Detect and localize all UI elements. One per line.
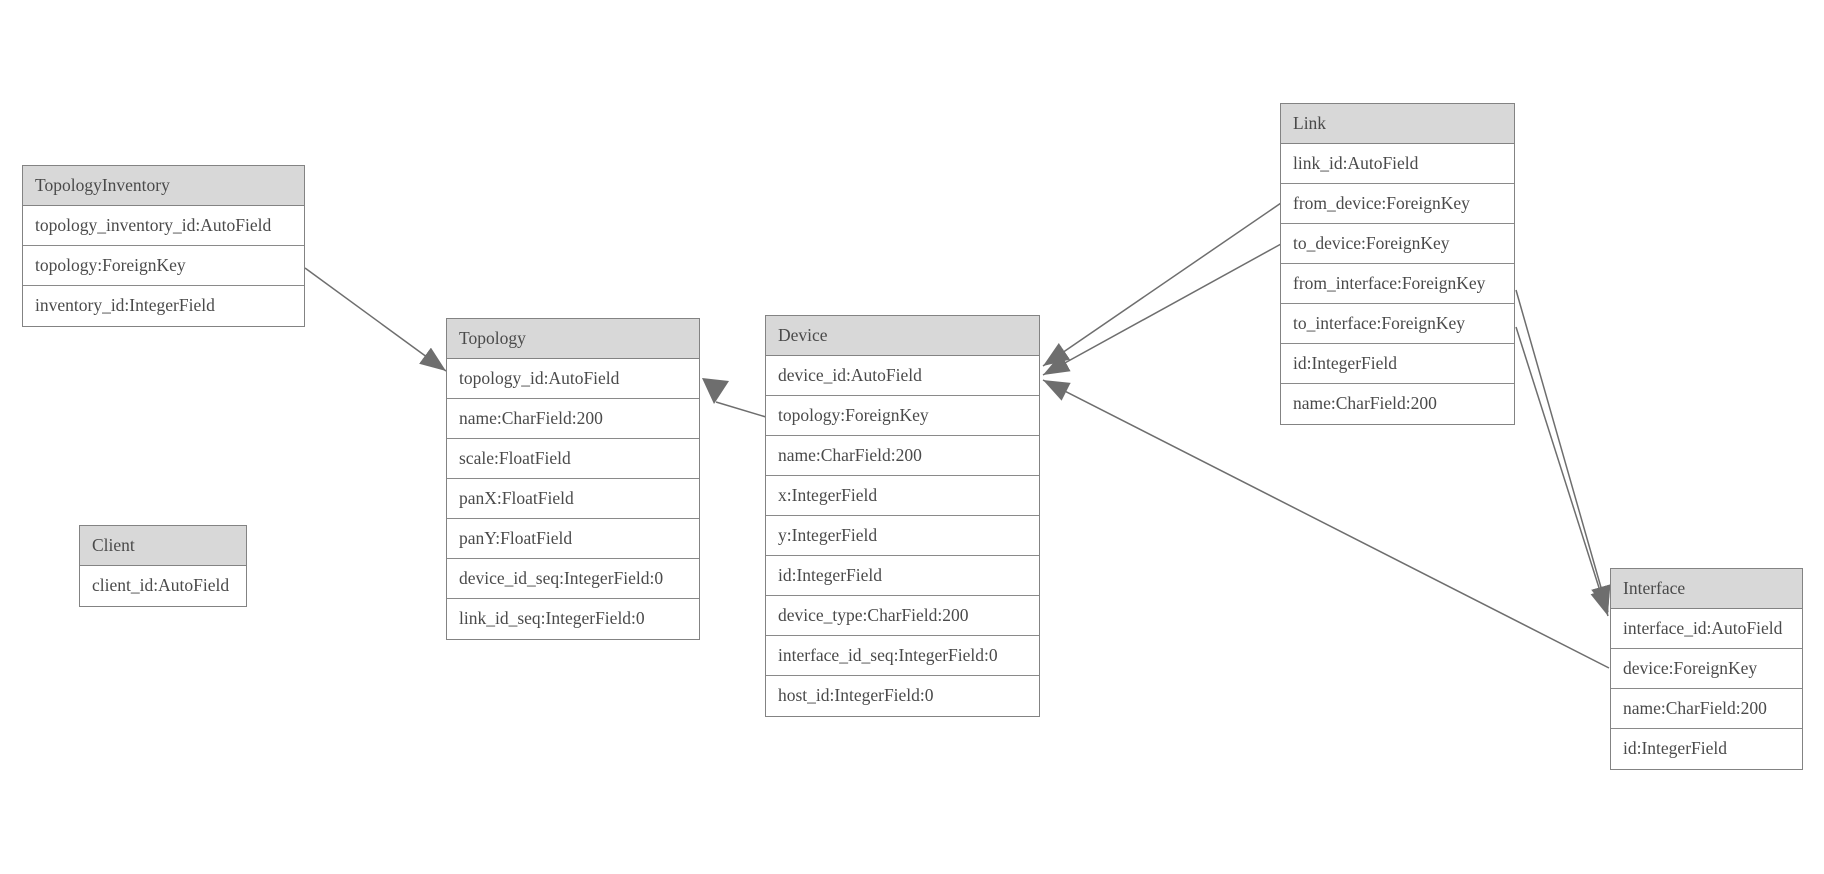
edge-topologyinventory-topology [304,267,447,372]
field-row: link_id:AutoField [1281,144,1514,184]
table-header-client: Client [80,526,246,566]
field-row: y:IntegerField [766,516,1039,556]
table-header-interface: Interface [1611,569,1802,609]
field-row: id:IntegerField [1281,344,1514,384]
edge-link-todevice-device [1042,243,1282,376]
field-row: interface_id:AutoField [1611,609,1802,649]
edge-link-fromdevice-device [1042,202,1282,367]
field-row: x:IntegerField [766,476,1039,516]
edge-link-frominterface-interface [1515,289,1611,613]
edge-device-topology-arrowhead [702,378,729,404]
field-row: name:CharField:200 [447,399,699,439]
table-header-link: Link [1281,104,1514,144]
table-header-topology_inventory: TopologyInventory [23,166,304,206]
edge-device-topology-line [715,401,767,418]
field-row: name:CharField:200 [766,436,1039,476]
field-row: device_id_seq:IntegerField:0 [447,559,699,599]
field-row: to_interface:ForeignKey [1281,304,1514,344]
field-row: interface_id_seq:IntegerField:0 [766,636,1039,676]
field-row: from_device:ForeignKey [1281,184,1514,224]
field-row: id:IntegerField [1611,729,1802,769]
table-header-device: Device [766,316,1039,356]
field-row: device:ForeignKey [1611,649,1802,689]
table-header-topology: Topology [447,319,699,359]
field-row: device_id:AutoField [766,356,1039,396]
field-row: panX:FloatField [447,479,699,519]
field-row: topology_inventory_id:AutoField [23,206,304,246]
field-row: name:CharField:200 [1611,689,1802,729]
field-row: from_interface:ForeignKey [1281,264,1514,304]
field-row: topology_id:AutoField [447,359,699,399]
field-row: scale:FloatField [447,439,699,479]
field-row: panY:FloatField [447,519,699,559]
field-row: id:IntegerField [766,556,1039,596]
field-row: name:CharField:200 [1281,384,1514,424]
field-row: to_device:ForeignKey [1281,224,1514,264]
field-row: client_id:AutoField [80,566,246,606]
field-row: inventory_id:IntegerField [23,286,304,326]
field-row: host_id:IntegerField:0 [766,676,1039,716]
field-row: device_type:CharField:200 [766,596,1039,636]
field-row: link_id_seq:IntegerField:0 [447,599,699,639]
edge-link-tointerface-interface [1515,326,1610,617]
field-row: topology:ForeignKey [766,396,1039,436]
field-row: topology:ForeignKey [23,246,304,286]
